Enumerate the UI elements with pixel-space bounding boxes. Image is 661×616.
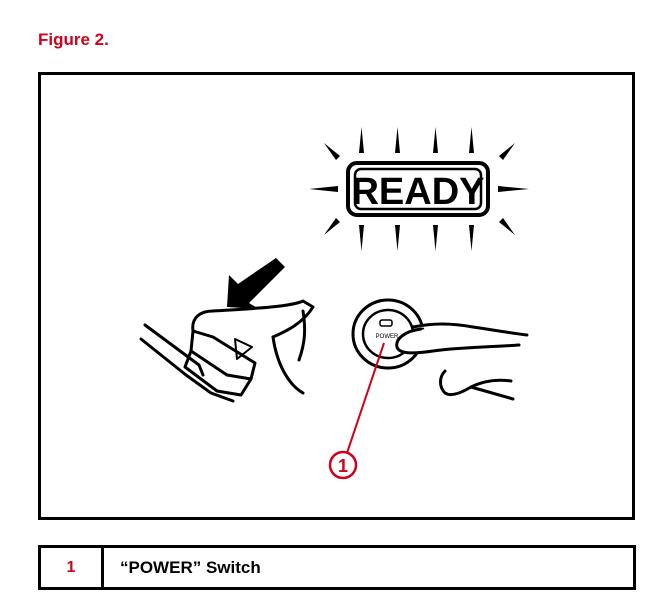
legend-table: 1 “POWER” Switch xyxy=(38,545,636,590)
legend-label: “POWER” Switch xyxy=(120,557,261,577)
ready-inner-frame xyxy=(353,167,483,211)
diagram-illustration: READY xyxy=(139,127,529,480)
pressing-hand-icon xyxy=(395,322,529,401)
ready-outer-frame xyxy=(346,161,490,217)
power-switch-indicator-icon xyxy=(379,319,393,327)
callout-leader-line xyxy=(346,342,385,454)
figure-frame: READY xyxy=(38,72,635,520)
ready-rays-icon xyxy=(309,127,529,251)
callout-1: 1 xyxy=(328,342,385,480)
press-arrow-icon xyxy=(227,258,285,309)
power-switch-text: POWER xyxy=(376,334,399,340)
callout-number: 1 xyxy=(338,456,348,476)
brake-pedal-foot-icon xyxy=(139,299,315,403)
ready-text: READY xyxy=(351,171,484,213)
callout-circle xyxy=(328,450,358,480)
ready-indicator: READY xyxy=(309,127,529,251)
legend-number: 1 xyxy=(41,548,104,587)
figure-title: Figure 2. xyxy=(38,30,109,49)
